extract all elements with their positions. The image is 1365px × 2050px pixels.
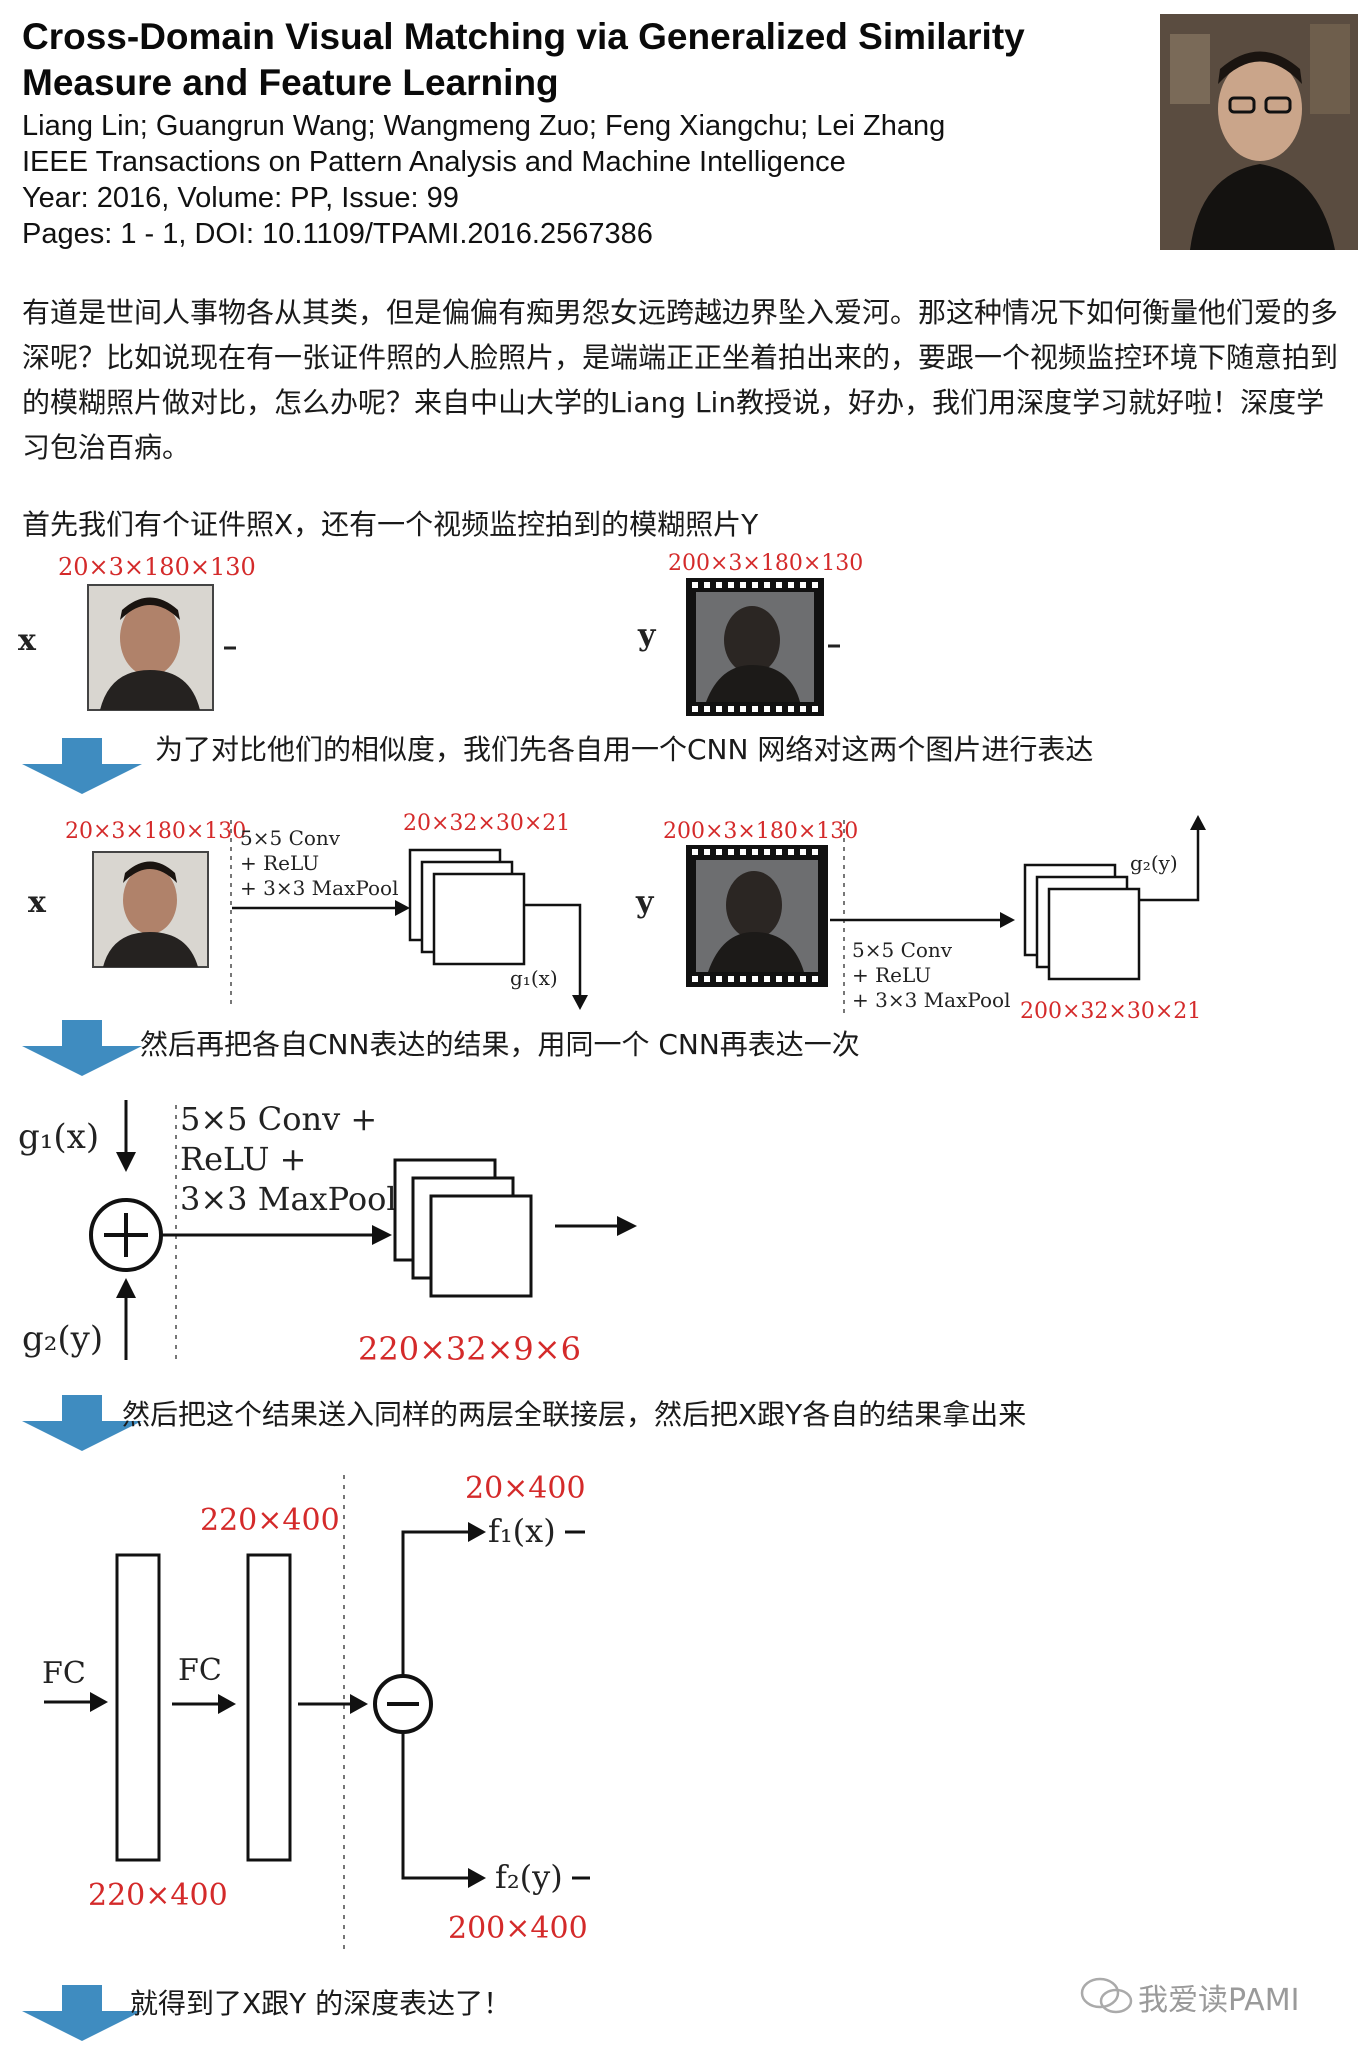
fig2-x-out-dim: 20×32×30×21 bbox=[403, 811, 570, 836]
paper-title: Cross-Domain Visual Matching via General… bbox=[22, 14, 1122, 106]
fig1-face-x bbox=[88, 585, 213, 710]
fig3-g1: g₁(x) bbox=[18, 1117, 99, 1157]
fig3-feature-maps bbox=[395, 1160, 531, 1296]
fig1-x-label: x bbox=[18, 623, 37, 658]
fig4-f1: f₁(x) bbox=[488, 1512, 556, 1550]
fig4-f1-dim: 20×400 bbox=[465, 1471, 586, 1506]
step2-text: 然后再把各自CNN表达的结果，用同一个 CNN再表达一次 bbox=[140, 1025, 860, 1065]
fig2-y-conv-line3: + 3×3 MaxPool bbox=[852, 988, 1011, 1012]
fig4-f2: f₂(y) bbox=[495, 1858, 563, 1896]
paper-authors: Liang Lin; Guangrun Wang; Wangmeng Zuo; … bbox=[22, 108, 945, 144]
fig2-conv-line3: + 3×3 MaxPool bbox=[240, 876, 399, 900]
fig2-x-label: x bbox=[28, 885, 47, 920]
fig3-conv-line1: 5×5 Conv + bbox=[180, 1100, 377, 1138]
figure-fully-connected: 220×400 FC FC 20×400 f₁(x) f₂(y) 220×400… bbox=[0, 1460, 620, 1960]
fig1-face-y bbox=[686, 578, 824, 716]
fig4-f2-dim: 200×400 bbox=[448, 1911, 588, 1946]
fig2-y-conv-line2: + ReLU bbox=[852, 963, 931, 987]
fig2-y-label: y bbox=[635, 885, 655, 920]
fc-layer-1 bbox=[117, 1555, 159, 1860]
step1-text: 为了对比他们的相似度，我们先各自用一个CNN 网络对这两个图片进行表达 bbox=[155, 730, 1093, 770]
fig2-feature-maps-x bbox=[410, 850, 524, 964]
wechat-icon bbox=[1078, 1975, 1138, 2015]
fig3-conv-line3: 3×3 MaxPool bbox=[180, 1180, 397, 1218]
fig2-face-x bbox=[93, 852, 208, 967]
down-arrow-icon bbox=[22, 738, 142, 798]
fig1-y-label: y bbox=[637, 618, 657, 653]
fig3-g2: g₂(y) bbox=[22, 1319, 103, 1359]
intro-paragraph: 有道是世间人事物各从其类，但是偏偏有痴男怨女远跨越边界坠入爱河。那这种情况下如何… bbox=[22, 290, 1352, 470]
down-arrow-icon bbox=[22, 1020, 142, 1080]
author-photo bbox=[1160, 14, 1358, 250]
step0-text: 首先我们有个证件照X，还有一个视频监控拍到的模糊照片Y bbox=[22, 505, 758, 545]
fig2-conv-line2: + ReLU bbox=[240, 851, 319, 875]
fig4-dim-top: 220×400 bbox=[200, 1503, 340, 1538]
paper-pages: Pages: 1 - 1, DOI: 10.1109/TPAMI.2016.25… bbox=[22, 216, 653, 252]
step4-text: 就得到了X跟Y 的深度表达了！ bbox=[130, 1984, 511, 2024]
watermark-text: 我爱读PAMI bbox=[1138, 1975, 1299, 2019]
fig2-g1: g₁(x) bbox=[510, 966, 558, 990]
paper-journal: IEEE Transactions on Pattern Analysis an… bbox=[22, 144, 846, 180]
fig2-x-dim: 20×3×180×130 bbox=[65, 819, 246, 844]
fig4-fc1: FC bbox=[42, 1656, 86, 1691]
fig1-y-dim: 200×3×180×130 bbox=[668, 551, 863, 576]
figure-separate-cnn: 20×3×180×130 x 5×5 Conv + ReLU + 3×3 Max… bbox=[0, 800, 1220, 1040]
figure-input-images: 20×3×180×130 x 200×3×180×130 y bbox=[0, 540, 900, 720]
fig4-dim-bottom: 220×400 bbox=[88, 1878, 228, 1913]
fig2-y-conv-line1: 5×5 Conv bbox=[852, 938, 953, 962]
fig2-feature-maps-y bbox=[1025, 865, 1139, 979]
fig2-y-dim: 200×3×180×130 bbox=[663, 819, 858, 844]
fig3-conv-line2: ReLU + bbox=[180, 1140, 306, 1178]
fig3-out-dim: 220×32×9×6 bbox=[358, 1330, 581, 1368]
fig2-conv-line1: 5×5 Conv bbox=[240, 826, 341, 850]
fig2-g2: g₂(y) bbox=[1130, 851, 1178, 875]
figure-shared-cnn: g₁(x) g₂(y) 5×5 Conv + ReLU + 3×3 MaxPoo… bbox=[0, 1090, 660, 1380]
paper-year: Year: 2016, Volume: PP, Issue: 99 bbox=[22, 180, 459, 216]
down-arrow-icon bbox=[22, 1985, 142, 2045]
fig4-fc2: FC bbox=[178, 1653, 222, 1688]
step3-text: 然后把这个结果送入同样的两层全联接层，然后把X跟Y各自的结果拿出来 bbox=[122, 1395, 1026, 1435]
fig2-y-out-dim: 200×32×30×21 bbox=[1020, 999, 1201, 1024]
fc-layer-2 bbox=[248, 1555, 290, 1860]
fig1-x-dim: 20×3×180×130 bbox=[58, 553, 256, 581]
fig2-face-y bbox=[686, 845, 828, 987]
